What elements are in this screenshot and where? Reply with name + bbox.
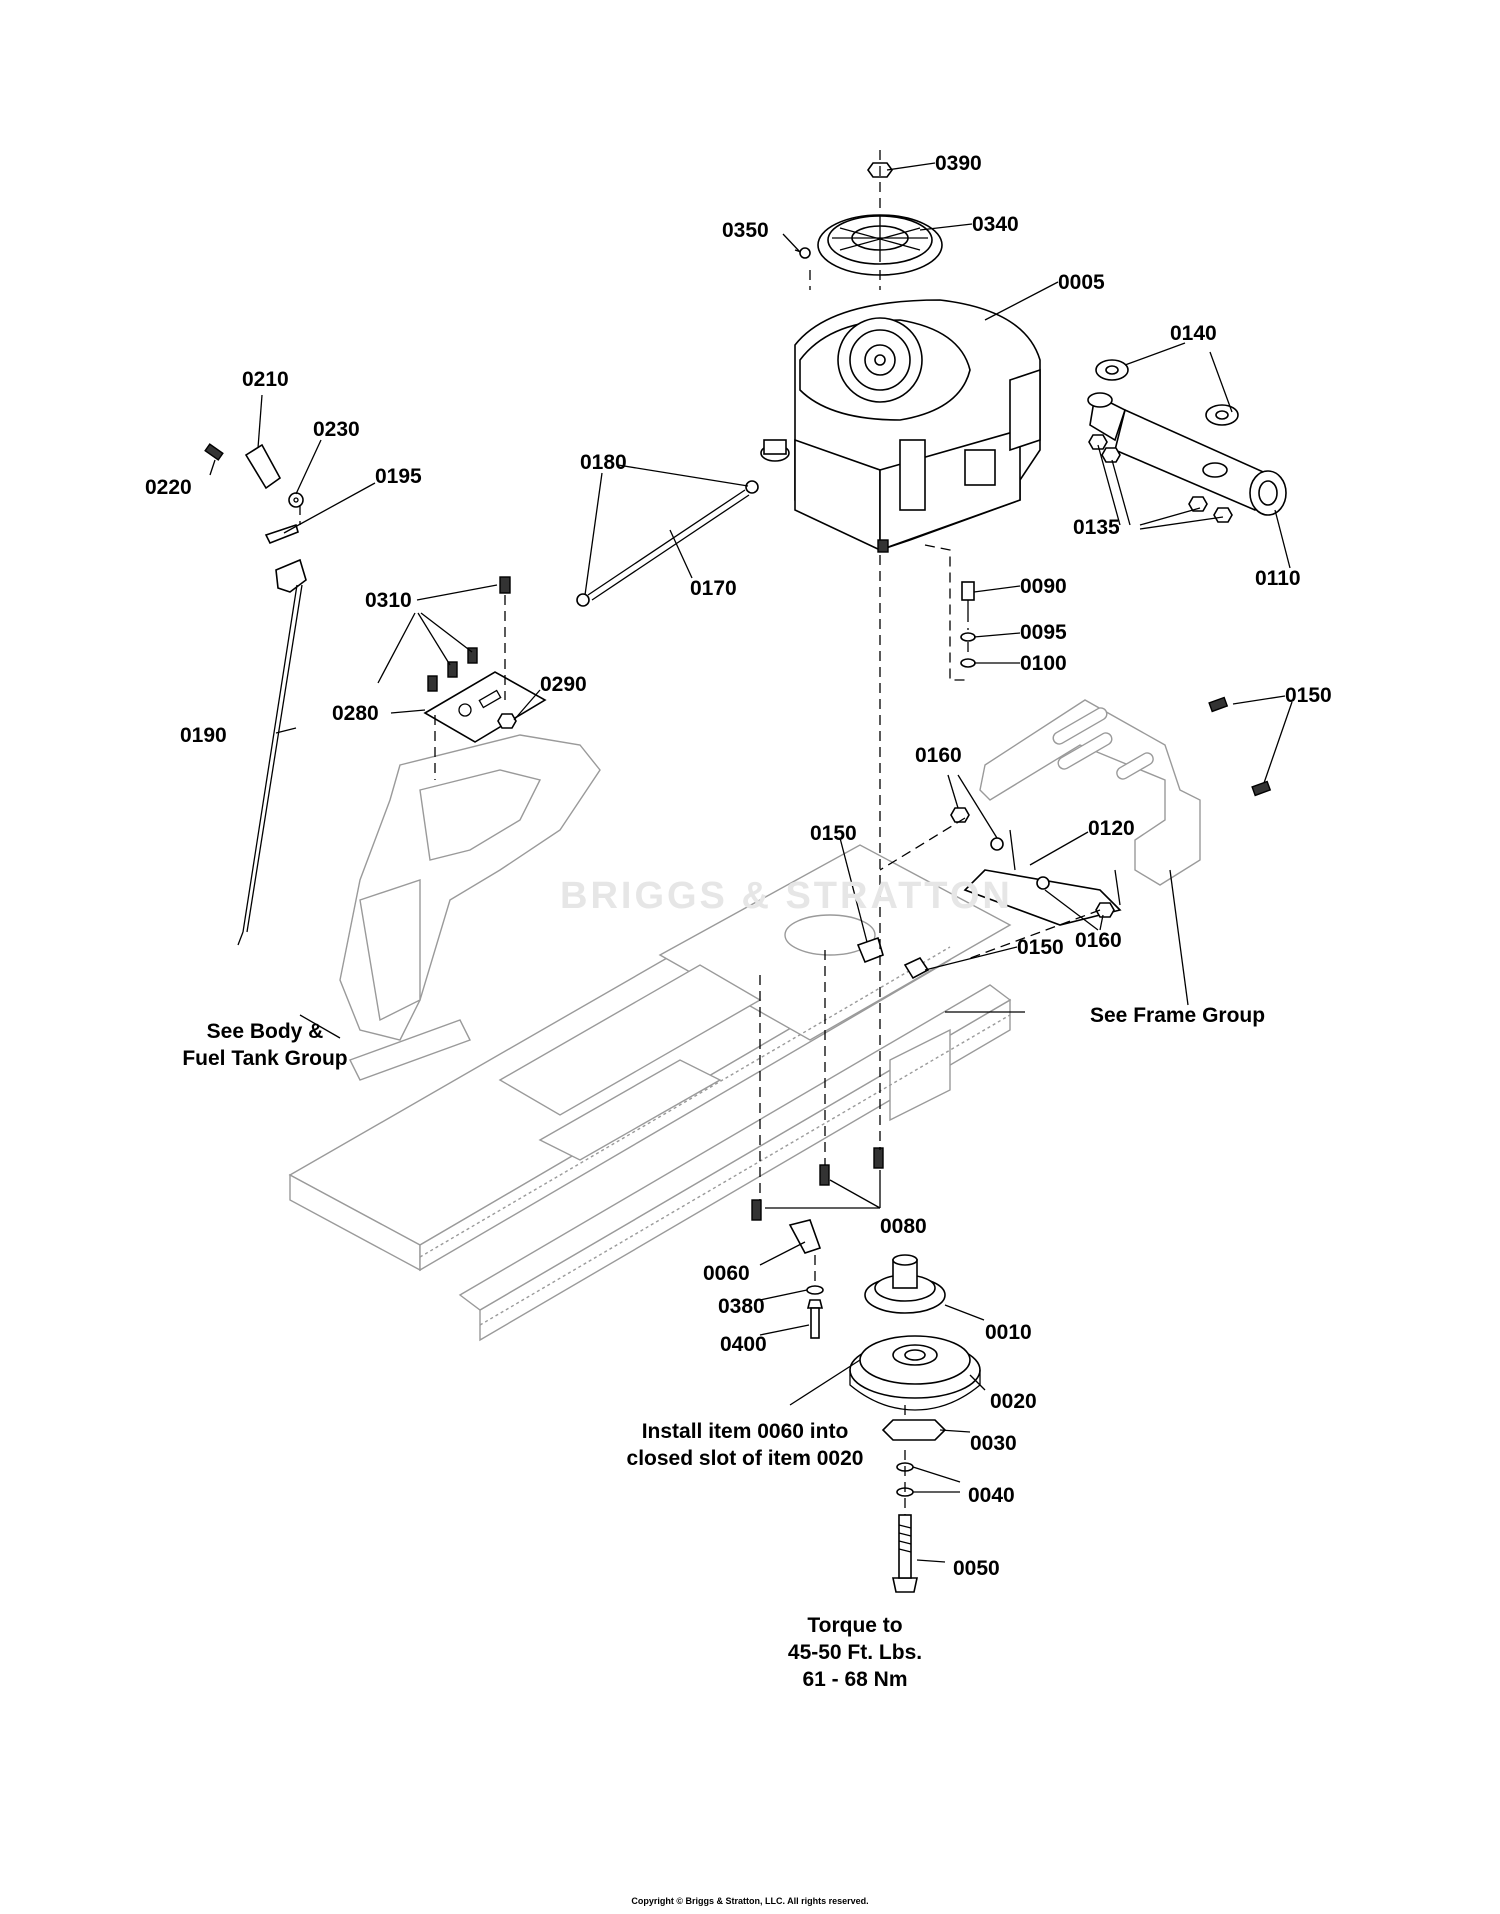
callout-0390: 0390 [935, 152, 982, 175]
callout-0135: 0135 [1073, 516, 1120, 539]
callout-0190: 0190 [180, 724, 227, 747]
fuel-line-0170 [576, 480, 759, 607]
note-body-line-2: Fuel Tank Group [182, 1047, 348, 1070]
engine-bolt-stack [960, 581, 976, 668]
note-body-fuel-tank-group: See Body & Fuel Tank Group [155, 1018, 375, 1072]
note-install-0060: Install item 0060 into closed slot of it… [605, 1418, 885, 1472]
pulley-0010 [864, 1254, 946, 1314]
callout-0310: 0310 [365, 589, 412, 612]
callout-0090: 0090 [1020, 575, 1067, 598]
callout-0080: 0080 [880, 1215, 927, 1238]
callout-0350: 0350 [722, 219, 769, 242]
screws-0310 [427, 576, 511, 692]
callout-0110: 0110 [1255, 567, 1301, 590]
note-torque-line-2: 45-50 Ft. Lbs. [787, 1641, 923, 1664]
bolt-0050 [892, 1514, 918, 1593]
callout-0400: 0400 [720, 1333, 767, 1356]
callout-0160-top: 0160 [915, 744, 962, 767]
callout-0040: 0040 [968, 1484, 1015, 1507]
callout-0060: 0060 [703, 1262, 750, 1285]
watermark-text: BRIGGS & STRATTON [560, 875, 1013, 917]
callout-0280: 0280 [332, 702, 379, 725]
callout-0210: 0210 [242, 368, 289, 391]
bracket-0120 [963, 829, 1122, 926]
callout-0290: 0290 [540, 673, 587, 696]
callout-0120: 0120 [1088, 817, 1135, 840]
callout-0010: 0010 [985, 1321, 1032, 1344]
callout-0030: 0030 [970, 1432, 1017, 1455]
copyright-notice: Copyright © Briggs & Stratton, LLC. All … [631, 1896, 869, 1906]
callout-0020: 0020 [990, 1390, 1037, 1413]
pto-clutch-0020 [849, 1335, 981, 1411]
throttle-cable [237, 584, 303, 946]
engine [760, 299, 1041, 553]
note-torque-line-1: Torque to [807, 1614, 903, 1637]
muffler [1087, 392, 1287, 516]
bracket-0060 [788, 1219, 822, 1254]
note-torque-line-3: 61 - 68 Nm [802, 1668, 908, 1691]
note-frame-group: See Frame Group [1090, 1004, 1266, 1027]
control-plate-0280 [423, 671, 547, 743]
callout-0150-lower: 0150 [1017, 936, 1064, 959]
screw-0350 [794, 247, 811, 259]
gaskets-0140 [1095, 359, 1239, 426]
washer-0380 [806, 1285, 824, 1295]
callout-0160-bottom: 0160 [1075, 929, 1122, 952]
callout-0095: 0095 [1020, 621, 1067, 644]
clips-0150-frame [856, 936, 930, 980]
callout-0380: 0380 [718, 1295, 765, 1318]
assembly-axis-lines [299, 150, 1101, 1515]
note-body-line-1: See Body & [206, 1020, 324, 1043]
note-install-line-1: Install item 0060 into [641, 1420, 849, 1443]
body-fuel-tank [339, 734, 601, 1041]
callout-0230: 0230 [313, 418, 360, 441]
note-install-line-2: closed slot of item 0020 [626, 1447, 864, 1470]
callout-0140: 0140 [1170, 322, 1217, 345]
nuts-0160 [950, 807, 1115, 918]
callout-0180: 0180 [580, 451, 627, 474]
blower-screen [817, 214, 943, 276]
callout-0195: 0195 [375, 465, 422, 488]
heat-shield [979, 699, 1201, 886]
callout-0005: 0005 [1058, 271, 1105, 294]
bolts-0150-shield [1208, 696, 1272, 797]
nut-0290 [497, 713, 517, 729]
frame-assembly [288, 844, 1012, 1342]
nuts-0135 [1088, 434, 1233, 523]
callout-0170: 0170 [690, 577, 737, 600]
throttle-control-parts [204, 443, 307, 593]
spacer-0030 [881, 1419, 947, 1441]
leader-lines [209, 162, 1293, 1563]
note-torque: Torque to 45-50 Ft. Lbs. 61 - 68 Nm [755, 1612, 955, 1693]
callout-0340: 0340 [972, 213, 1019, 236]
callout-0150-upper: 0150 [810, 822, 857, 845]
bolt-0400 [806, 1299, 824, 1339]
callout-0220: 0220 [145, 476, 192, 499]
callout-0050: 0050 [953, 1557, 1000, 1580]
callout-0100: 0100 [1020, 652, 1067, 675]
callout-0150-shield: 0150 [1285, 684, 1332, 707]
